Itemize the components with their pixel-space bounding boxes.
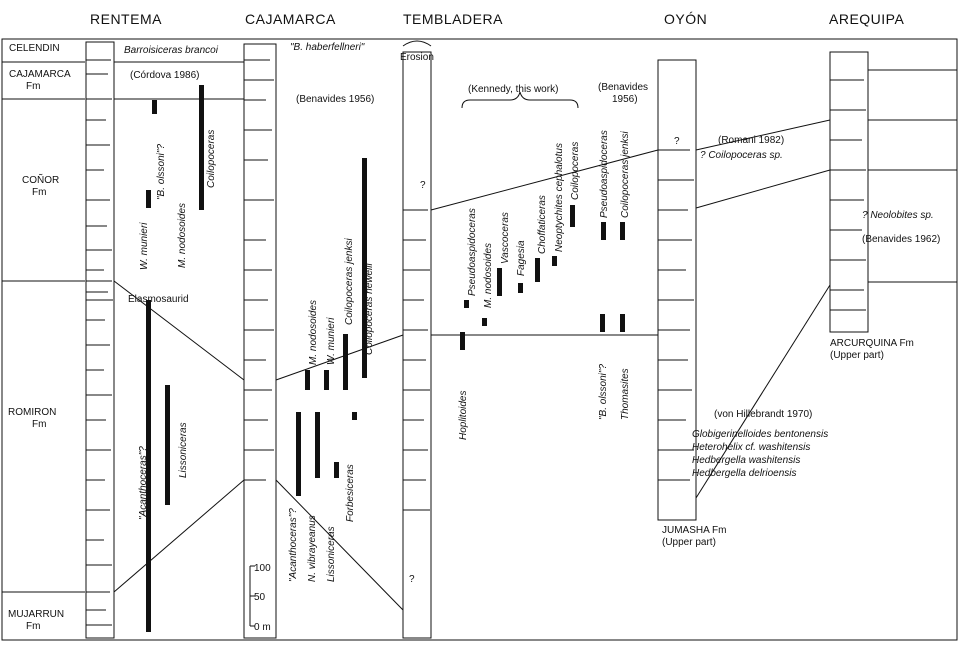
scale-100: 100	[254, 563, 271, 574]
range-bar	[165, 385, 170, 505]
oyon-foram-1: Globigerinelloides bentonensis	[692, 429, 828, 440]
tembladera-benavides-1: (Benavides	[598, 82, 648, 93]
tembladera-question-1: ?	[420, 180, 426, 191]
erosion-arc	[403, 41, 431, 46]
cajamarca-taxon-vibrayeanus: N. vibrayeanus	[307, 515, 318, 582]
cajamarca-taxon-lissoniceras: Lissoniceras	[326, 526, 337, 582]
tembladera-taxon-neoptychites: Neoptychites cephalotus	[554, 143, 565, 252]
tembladera-taxon-nodosoides: M. nodosoides	[483, 243, 494, 308]
oyon-question: ?	[674, 136, 680, 147]
oyon-romani: (Romani 1982)	[718, 135, 784, 146]
oyon-coilopoceras: ? Coilopoceras sp.	[700, 150, 783, 161]
range-bar	[601, 222, 606, 240]
header-cajamarca: CAJAMARCA	[245, 11, 336, 27]
range-bar	[535, 258, 540, 282]
cajamarca-taxon-nodosoides: M. nodosoides	[308, 300, 319, 365]
range-bar	[343, 334, 348, 390]
scale-0: 0 m	[254, 622, 271, 633]
range-bar	[600, 314, 605, 332]
rentema-barroisiceras: Barroisiceras brancoi	[124, 45, 219, 56]
range-bar	[199, 85, 204, 210]
oyon-jumasha: JUMASHA Fm	[662, 525, 726, 536]
rentema-taxon-munieri: W. munieri	[139, 222, 150, 270]
tembladera-benavides-coilopoceras-jenksi: Coilopoceras jenksi	[620, 131, 631, 218]
header-oyon: OYÓN	[664, 11, 707, 27]
scale-50: 50	[254, 592, 266, 603]
range-bar	[334, 462, 339, 478]
range-bar	[620, 222, 625, 240]
range-bar	[315, 412, 320, 478]
cajamarca-taxon-forbesiceras: Forbesiceras	[345, 464, 356, 522]
fm-cajamarca-fm: Fm	[26, 81, 40, 92]
rentema-taxon-lissoniceras: Lissoniceras	[178, 422, 189, 478]
cajamarca-taxon-coilopoceras-newelli: Coilopoceras newelli	[364, 263, 375, 355]
oyon-hillebrandt: (von Hillebrandt 1970)	[714, 409, 812, 420]
range-bar	[352, 412, 357, 420]
cajamarca-column	[244, 44, 276, 638]
range-bar	[460, 332, 465, 350]
tembladera-question-2: ?	[409, 574, 415, 585]
range-bar	[152, 100, 157, 114]
arequipa-arcurquina-upper: (Upper part)	[830, 350, 884, 361]
range-bar	[518, 283, 523, 293]
rentema-taxon-olssoni: "B. olssoni"?	[156, 144, 167, 200]
tembladera-taxon-choffaticeras: Choffaticeras	[537, 195, 548, 254]
tembladera-benavides-2: 1956)	[612, 94, 638, 105]
fm-mujarrun: MUJARRUN	[8, 609, 64, 620]
arequipa-neolobites: ? Neolobites sp.	[862, 210, 934, 221]
cajamarca-benavides: (Benavides 1956)	[296, 94, 374, 105]
fm-mujarrun-fm: Fm	[26, 621, 40, 632]
arequipa-benavides: (Benavides 1962)	[862, 234, 940, 245]
tembladera-taxon-thomasites: Thomasites	[620, 368, 631, 420]
rentema-elasmosaurid: Elasmosaurid	[128, 294, 189, 305]
range-bar	[570, 205, 575, 227]
range-bar	[552, 256, 557, 266]
range-bar	[464, 300, 469, 308]
range-bar	[482, 318, 487, 326]
oyon-column	[658, 60, 696, 520]
header-tembladera: TEMBLADERA	[403, 11, 503, 27]
header-arequipa: AREQUIPA	[829, 11, 904, 27]
tembladera-taxon-pseudoaspidoceras: Pseudoaspidoceras	[467, 208, 478, 296]
tembladera-taxon-fagesia: Fagesia	[516, 240, 527, 276]
fm-romiron-fm: Fm	[32, 419, 46, 430]
cajamarca-taxon-munieri: W. munieri	[326, 317, 337, 365]
oyon-foram-2: Heterohelix cf. washitensis	[692, 442, 810, 453]
tembladera-benavides-pseudoaspidoceras: Pseudoaspidoceras	[599, 130, 610, 218]
tembladera-taxon-olssoni: "B. olssoni"?	[598, 364, 609, 420]
range-bar	[296, 412, 301, 496]
header-rentema: RENTEMA	[90, 11, 162, 27]
oyon-jumasha-upper: (Upper part)	[662, 537, 716, 548]
rentema-taxon-nodosoides: M. nodosoides	[177, 203, 188, 268]
oyon-foram-4: Hedbergella delrioensis	[692, 468, 797, 479]
range-bar	[620, 314, 625, 332]
rentema-taxon-acanthoceras: "Acanthoceras"?	[138, 446, 149, 520]
range-bar	[497, 268, 502, 296]
tembladera-taxon-hoplitoides: Hoplitoides	[458, 391, 469, 440]
tembladera-column	[403, 41, 431, 638]
diagram-frame	[2, 39, 957, 640]
cajamarca-taxon-acanthoceras: "Acanthoceras"?	[288, 508, 299, 582]
fm-cajamarca: CAJAMARCA	[9, 69, 71, 80]
range-bar	[305, 370, 310, 390]
tembladera-kennedy: (Kennedy, this work)	[468, 84, 558, 95]
fm-celendin: CELENDIN	[9, 43, 60, 54]
rentema-taxon-coilopoceras: Coilopoceras	[206, 130, 217, 188]
rentema-cordova: (Córdova 1986)	[130, 70, 199, 81]
tembladera-taxon-coilopoceras: Coilopoceras	[570, 142, 581, 200]
arequipa-column	[830, 52, 868, 332]
range-bar	[324, 370, 329, 390]
tembladera-taxon-vascoceras: Vascoceras	[500, 212, 511, 264]
fm-conor: COÑOR	[22, 173, 59, 186]
fm-conor-fm: Fm	[32, 187, 46, 198]
oyon-foram-3: Hedbergella washitensis	[692, 455, 800, 466]
cajamarca-taxon-coilopoceras-jenksi: Coilopoceras jenksi	[344, 238, 355, 325]
arequipa-arcurquina: ARCURQUINA Fm	[830, 338, 914, 349]
cajamarca-haberfellneri: "B. haberfellneri"	[290, 42, 365, 53]
range-bar	[146, 190, 151, 208]
tembladera-erosion: Erosion	[400, 52, 434, 63]
fm-romiron: ROMIRON	[8, 407, 56, 418]
rentema-column	[86, 42, 114, 638]
